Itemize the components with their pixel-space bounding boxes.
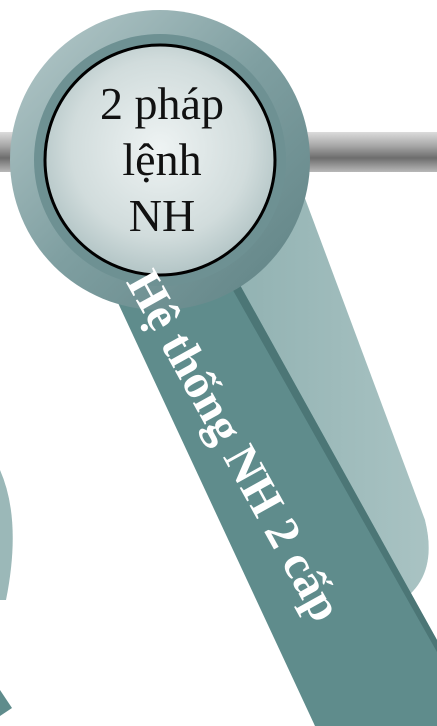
circle-label-line-2: lệnh bbox=[62, 132, 262, 188]
neighbor-band-edge-bottom bbox=[0, 690, 12, 716]
circle-label: 2 pháp lệnh NH bbox=[62, 76, 262, 244]
circle-label-line-1: 2 pháp bbox=[62, 76, 262, 132]
connector-bar-right bbox=[300, 132, 437, 172]
circle-label-line-3: NH bbox=[62, 188, 262, 244]
neighbor-band-edge bbox=[0, 470, 13, 600]
